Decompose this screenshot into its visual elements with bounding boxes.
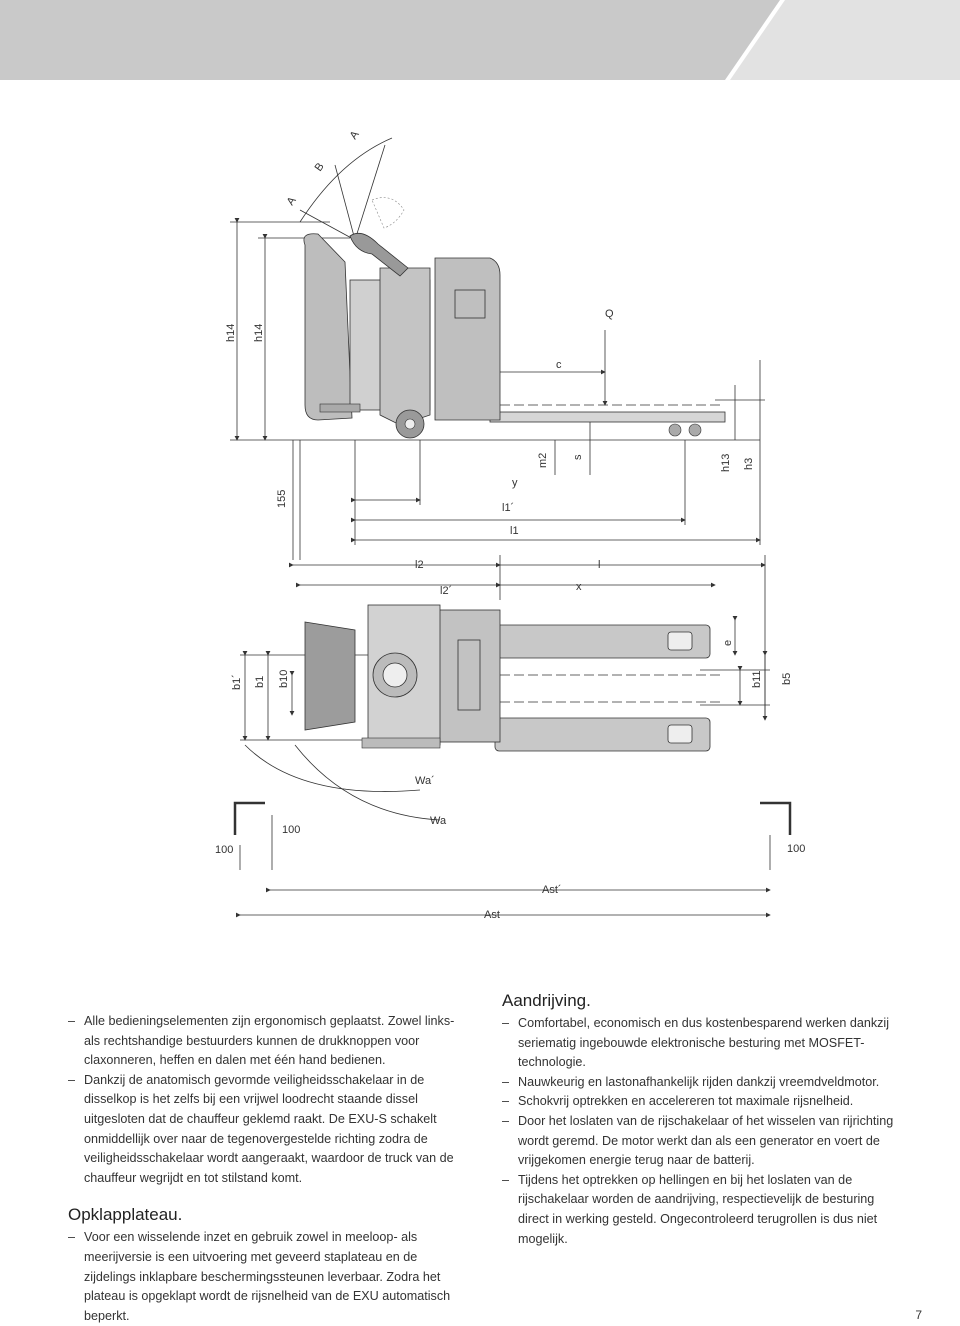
label-y: y: [512, 477, 518, 489]
truck-top-view: [304, 604, 711, 752]
list-item: –Schokvrij optrekken en accelereren tot …: [502, 1094, 854, 1109]
header-band: [0, 0, 960, 80]
label-m2: m2: [537, 453, 549, 468]
list-item: –Voor een wisselende inzet en gebruik zo…: [68, 1230, 451, 1323]
section-heading-opklapplateau: Opklapplateau.: [68, 1205, 183, 1225]
bullet-text: Voor een wisselende inzet en gebruik zow…: [84, 1230, 451, 1323]
turning-arc-wa: [294, 744, 441, 821]
list-item: –Comfortabel, economisch en dus kostenbe…: [502, 1016, 890, 1070]
page-number: 7: [915, 1308, 922, 1322]
label-ast-prime: Ast´: [542, 884, 562, 896]
label-ast: Ast: [484, 909, 500, 921]
label-h14-inner: h14: [253, 324, 265, 342]
label-l1: l1: [510, 525, 519, 537]
list-item: –Alle bedieningselementen zijn ergonomis…: [68, 1014, 455, 1068]
label-b1-prime: b1´: [231, 674, 243, 690]
tiller-arc: [299, 137, 393, 223]
label-l: l: [598, 559, 600, 571]
list-item: –Dankzij de anatomisch gevormde veilighe…: [68, 1072, 454, 1185]
label-b10: b10: [278, 670, 290, 688]
turning-arc-wa-prime: [244, 744, 421, 792]
bullet-text: Alle bedieningselementen zijn ergonomisc…: [84, 1014, 455, 1068]
label-l2: l2: [415, 559, 424, 571]
label-angle-a2: A: [285, 194, 299, 207]
label-b11: b11: [751, 670, 763, 688]
bullet-text: Nauwkeurig en lastonafhankelijk rijden d…: [518, 1074, 880, 1089]
label-h14-outer: h14: [225, 324, 237, 342]
label-angle-b: B: [313, 161, 327, 174]
section-heading-aandrijving: Aandrijving.: [502, 991, 591, 1010]
left-text-column: –Alle bedieningselementen zijn ergonomis…: [68, 990, 468, 1326]
label-q: Q: [605, 308, 614, 320]
label-b1: b1: [254, 676, 266, 688]
list-item: –Door het loslaten van de rijschakelaar …: [502, 1113, 894, 1168]
bullet-text: Schokvrij optrekken en accelereren tot m…: [518, 1094, 854, 1109]
label-h13: h13: [720, 454, 732, 472]
list-item: –Nauwkeurig en lastonafhankelijk rijden …: [502, 1074, 880, 1089]
label-angle-a: A: [348, 128, 362, 141]
label-b5: b5: [781, 673, 793, 685]
label-wa: Wa: [430, 815, 447, 827]
bullet-text: Dankzij de anatomisch gevormde veilighei…: [84, 1072, 454, 1185]
label-x: x: [576, 581, 582, 593]
label-e: e: [722, 640, 734, 646]
header-band-light: [730, 0, 960, 80]
label-c: c: [556, 359, 562, 371]
label-s: s: [572, 454, 584, 460]
label-100-left: 100: [215, 844, 233, 856]
truck-dimension-drawing: A B A h14 h14 Q c m2 s h13 h3 155 y l1´ …: [215, 128, 805, 921]
label-l2-prime: l2´: [440, 585, 452, 597]
header-band-dark: [0, 0, 780, 80]
truck-side-view: [303, 197, 702, 439]
label-h3: h3: [743, 458, 755, 470]
bullet-text: Comfortabel, economisch en dus kostenbes…: [518, 1016, 890, 1070]
bullet-text: Door het loslaten van de rijschakelaar o…: [518, 1113, 894, 1168]
label-100-mid: 100: [282, 824, 300, 836]
list-item: –Tijdens het optrekken op hellingen en b…: [502, 1172, 878, 1246]
bullet-text: Tijdens het optrekken op hellingen en bi…: [518, 1172, 878, 1246]
right-text-column: Aandrijving. –Comfortabel, economisch en…: [502, 990, 897, 1249]
label-155: 155: [276, 490, 288, 508]
label-l1-prime: l1´: [502, 502, 514, 514]
label-wa-prime: Wa´: [415, 775, 435, 787]
label-100-right: 100: [787, 843, 805, 855]
